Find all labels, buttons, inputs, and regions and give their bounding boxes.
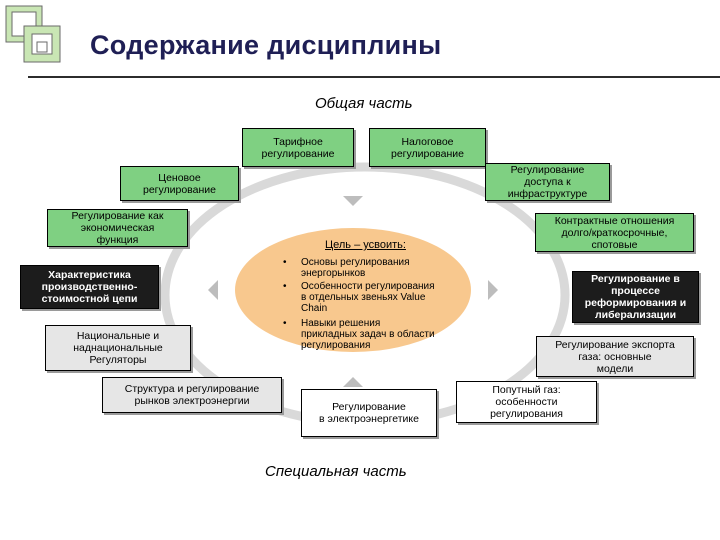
node-power-regulation: Регулирование в электроэнергетике (301, 389, 437, 437)
bullet-icon: • (283, 281, 287, 292)
arrow-bottom-icon (343, 377, 363, 387)
goal-item: • Основы регулирования энергорынков (283, 257, 410, 279)
node-price: Ценовое регулирование (120, 166, 239, 201)
node-tariff: Тарифное регулирование (242, 128, 354, 167)
node-economic-function: Регулирование как экономическая функция (47, 209, 188, 247)
node-tax: Налоговое регулирование (369, 128, 486, 167)
logo-squares-icon (5, 5, 61, 63)
goal-item-text: Особенности регулирования в отдельных зв… (301, 281, 435, 314)
goal-item-text: Навыки решения прикладных задач в област… (301, 318, 435, 351)
bullet-icon: • (283, 318, 287, 329)
section-special: Специальная часть (265, 463, 407, 480)
page-title: Содержание дисциплины (90, 30, 442, 60)
node-regulators: Национальные и наднациональные Регулятор… (45, 325, 191, 371)
node-reform: Регулирование в процессе реформирования … (572, 271, 699, 323)
node-contracts: Контрактные отношения долго/краткосрочны… (535, 213, 694, 252)
arrow-top-icon (343, 196, 363, 206)
node-gas-export: Регулирование экспорта газа: основные мо… (536, 336, 694, 377)
node-value-chain: Характеристика производственно- стоимост… (20, 265, 159, 309)
goal-item-text: Основы регулирования энергорынков (301, 257, 410, 279)
goal-item: • Навыки решения прикладных задач в облас… (283, 318, 435, 351)
center-ellipse (235, 228, 471, 352)
goal-title: Цель – усвоить: (325, 239, 406, 251)
section-general: Общая часть (315, 95, 413, 112)
bullet-icon: • (283, 257, 287, 268)
node-infra-access: Регулирование доступа к инфраструктуре (485, 163, 610, 201)
node-associated-gas: Попутный газ: особенности регулирования (456, 381, 597, 423)
goal-item: • Особенности регулирования в отдельных з… (283, 281, 435, 314)
title-divider (28, 76, 720, 78)
arrow-left-icon (208, 280, 218, 300)
arrow-right-icon (488, 280, 498, 300)
node-electricity-markets: Структура и регулирование рынков электро… (102, 377, 282, 413)
